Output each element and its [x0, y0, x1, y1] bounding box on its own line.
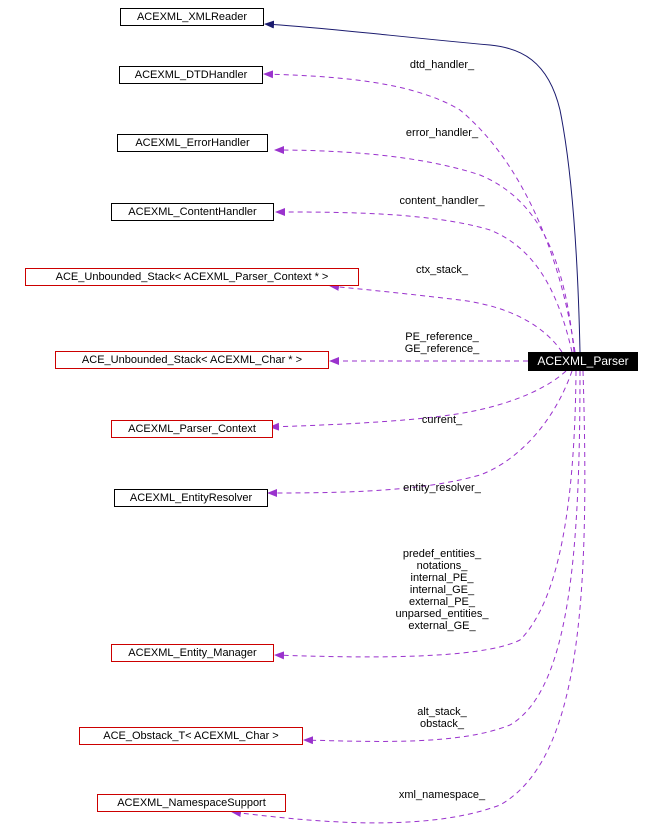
- edge-ctx-stack: [329, 282, 563, 353]
- node-entity-resolver[interactable]: ACEXML_EntityResolver: [114, 489, 268, 507]
- edge-label-line: ctx_stack_: [416, 264, 468, 276]
- edge-label-line: unparsed_entities_: [395, 608, 489, 620]
- edge-label-ctx: ctx_stack_: [416, 264, 468, 276]
- edge-label-line: internal_GE_: [409, 584, 475, 596]
- edge-label-line: external_GE_: [408, 620, 476, 632]
- edge-entity-manager: [274, 370, 577, 660]
- edge-label-dtd: dtd_handler_: [410, 59, 474, 71]
- edge-label-line: notations_: [416, 560, 468, 572]
- edge-label-content: content_handler_: [399, 195, 484, 207]
- edge-obstack: [303, 370, 581, 745]
- node-xmlreader[interactable]: ACEXML_XMLReader: [120, 8, 264, 26]
- edge-label-line: entity_resolver_: [403, 482, 481, 494]
- edge-label-line: content_handler_: [399, 195, 485, 207]
- edge-label-line: current_: [421, 414, 463, 426]
- edge-label-line: GE_reference_: [404, 343, 480, 355]
- edge-label-current: current_: [422, 414, 462, 426]
- node-parser[interactable]: ACEXML_Parser: [528, 352, 638, 371]
- edge-label-ns: xml_namespace_: [399, 789, 485, 801]
- edge-inherit-xmlreader: [264, 20, 581, 353]
- edge-error-handler: [274, 146, 575, 353]
- edge-label-line: internal_PE_: [410, 572, 474, 584]
- edge-label-entities: predef_entities_ notations_ internal_PE_…: [396, 548, 489, 632]
- edge-label-line: error_handler_: [405, 127, 479, 139]
- node-namespace-support[interactable]: ACEXML_NamespaceSupport: [97, 794, 286, 812]
- edge-label-line: alt_stack_: [417, 706, 467, 718]
- edge-label-resolver: entity_resolver_: [403, 482, 481, 494]
- node-ctx-stack[interactable]: ACE_Unbounded_Stack< ACEXML_Parser_Conte…: [25, 268, 359, 286]
- node-obstack[interactable]: ACE_Obstack_T< ACEXML_Char >: [79, 727, 303, 745]
- edge-dtd-handler: [263, 70, 576, 353]
- edge-label-line: PE_reference_: [405, 331, 479, 343]
- edge-label-line: external_PE_: [408, 596, 476, 608]
- node-char-stack[interactable]: ACE_Unbounded_Stack< ACEXML_Char * >: [55, 351, 329, 369]
- edge-current: [269, 370, 567, 431]
- edge-label-ref: PE_reference_ GE_reference_: [405, 331, 480, 355]
- node-entity-manager[interactable]: ACEXML_Entity_Manager: [111, 644, 274, 662]
- edge-label-error: error_handler_: [406, 127, 478, 139]
- node-parser-context[interactable]: ACEXML_Parser_Context: [111, 420, 273, 438]
- node-error-handler[interactable]: ACEXML_ErrorHandler: [117, 134, 268, 152]
- edge-namespace: [231, 370, 586, 824]
- edge-label-line: dtd_handler_: [409, 59, 475, 71]
- edge-entity-resolver: [267, 370, 573, 497]
- edge-content-handler: [275, 208, 573, 353]
- node-dtd-handler[interactable]: ACEXML_DTDHandler: [119, 66, 263, 84]
- edge-label-stack: alt_stack_ obstack_: [417, 706, 467, 730]
- edge-label-line: predef_entities_: [402, 548, 482, 560]
- node-content-handler[interactable]: ACEXML_ContentHandler: [111, 203, 274, 221]
- edge-label-line: xml_namespace_: [398, 789, 486, 801]
- edge-label-line: obstack_: [419, 718, 465, 730]
